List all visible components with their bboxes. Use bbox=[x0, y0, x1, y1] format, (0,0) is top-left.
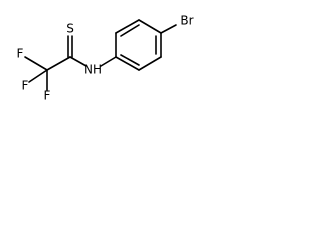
fluorine-label-3: F bbox=[44, 89, 51, 103]
ring-bond-6 bbox=[115, 56, 140, 71]
molecule-diagram: S F F F NH Br bbox=[0, 0, 208, 113]
bond-c1-c2 bbox=[46, 56, 71, 71]
bond-c2-n bbox=[69, 56, 87, 67]
structure-drawing: S F F F NH Br bbox=[17, 14, 194, 103]
bond-c1-f1 bbox=[24, 56, 48, 71]
bromine-label: Br bbox=[180, 14, 193, 28]
ring-bond-2 bbox=[115, 19, 140, 34]
bond-c1-f2 bbox=[28, 69, 48, 83]
fluorine-label-2: F bbox=[22, 79, 29, 93]
ring-bond-5 bbox=[138, 56, 162, 71]
ring-bond-3 bbox=[138, 19, 162, 34]
sulfur-label: S bbox=[66, 22, 74, 36]
bond-n-ring bbox=[100, 56, 117, 67]
ring-inner-3 bbox=[120, 54, 140, 66]
ring-inner-1 bbox=[120, 24, 140, 37]
bond-ring-br bbox=[160, 24, 177, 34]
amine-label: NH bbox=[84, 63, 102, 77]
fluorine-label-1: F bbox=[17, 47, 24, 61]
